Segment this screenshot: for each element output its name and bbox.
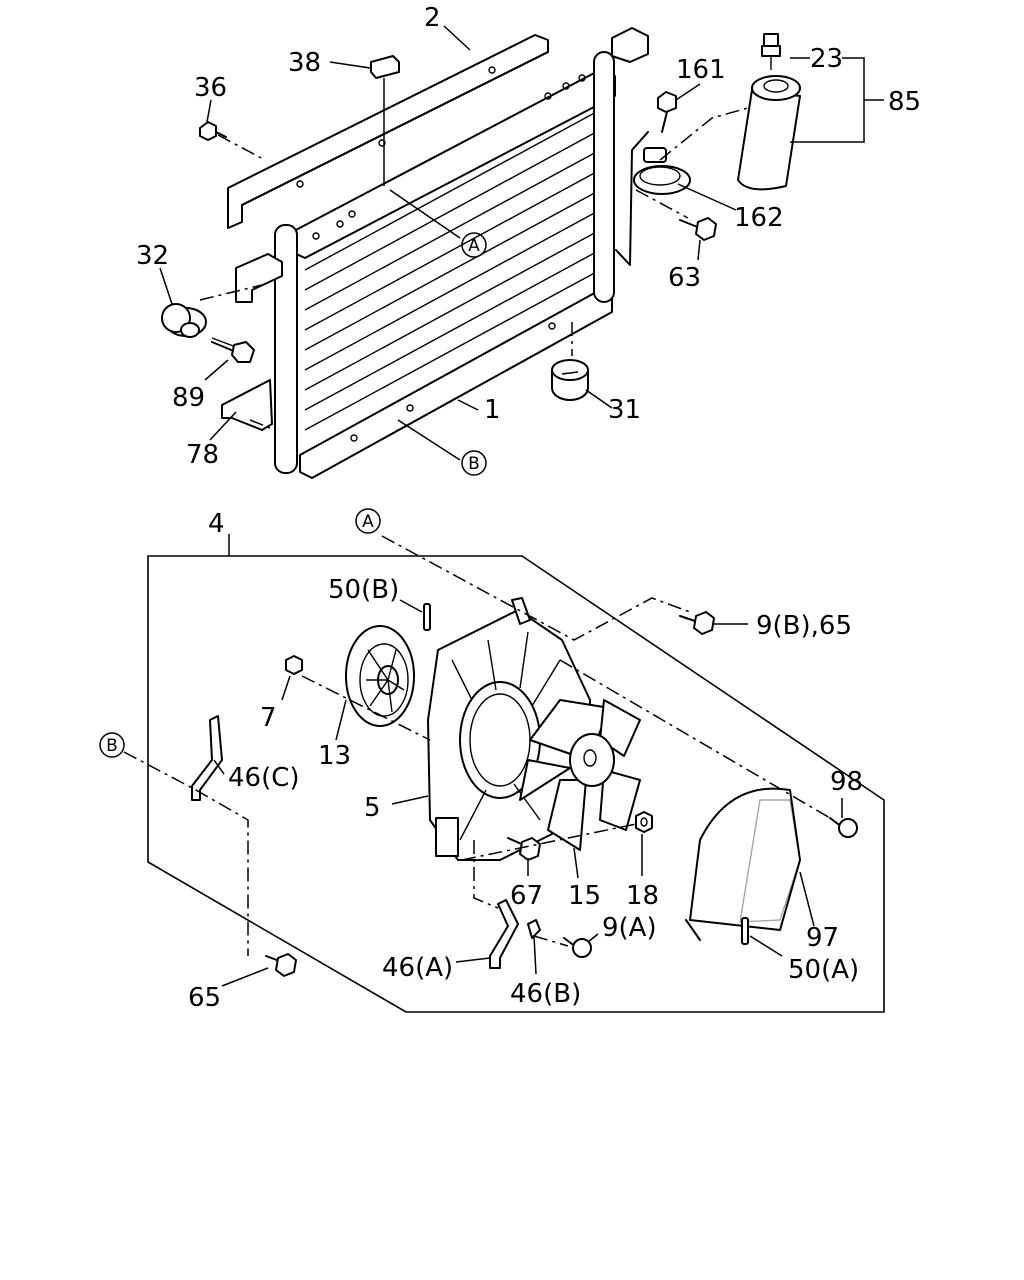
- callout-162: 162: [734, 203, 784, 233]
- fan-shroud: [427, 597, 591, 861]
- bracket-part: [489, 899, 519, 969]
- reference-mark-b: B: [99, 732, 125, 758]
- assembly-outline: [147, 555, 885, 1013]
- drier-bracket: [633, 147, 691, 195]
- fan-motor: [345, 625, 415, 727]
- svg-text:B: B: [468, 454, 480, 474]
- callout-9a: 9(A): [602, 913, 657, 943]
- callout-46a: 46(A): [382, 953, 453, 983]
- callout-15: 15: [568, 881, 601, 911]
- clip-part: [370, 55, 400, 79]
- callout-4: 4: [208, 509, 225, 539]
- bolt-icon: [211, 337, 255, 363]
- bolt-icon: [265, 953, 297, 977]
- clip-part: [423, 603, 431, 631]
- fan-assembly: [123, 534, 885, 1013]
- nut-icon: [635, 811, 653, 833]
- callout-31: 31: [608, 395, 641, 425]
- callout-13: 13: [318, 741, 351, 771]
- upper-bracket: [227, 34, 549, 229]
- svg-text:A: A: [468, 236, 480, 256]
- condenser-core: [235, 27, 649, 479]
- callout-50b: 50(B): [328, 575, 399, 605]
- reference-mark-b: B: [461, 450, 487, 476]
- callout-65: 65: [188, 983, 221, 1013]
- callout-23: 23: [810, 44, 843, 74]
- clip-part: [829, 817, 858, 838]
- bolt-icon: [199, 121, 227, 141]
- callout-67: 67: [510, 881, 543, 911]
- bolt-icon: [679, 611, 715, 635]
- callout-89: 89: [172, 383, 205, 413]
- reference-mark-a: A: [461, 232, 487, 258]
- receiver-drier: [737, 75, 801, 191]
- bolt-icon: [679, 217, 717, 241]
- callout-161: 161: [676, 55, 726, 85]
- reference-marks: A B A B: [99, 232, 487, 758]
- nut-icon: [285, 655, 303, 675]
- callout-2: 2: [424, 3, 441, 33]
- lower-bracket: [221, 379, 273, 431]
- rubber-mount: [161, 303, 207, 338]
- callout-32: 32: [136, 241, 169, 271]
- cover-panel: [685, 787, 801, 941]
- callout-9b-65: 9(B),65: [756, 611, 852, 641]
- callout-46c: 46(C): [228, 763, 300, 793]
- svg-text:A: A: [362, 512, 374, 532]
- callout-36: 36: [194, 73, 227, 103]
- callout-labels: 2 38 36 32 89 78 1 31 161 23 85 162 63 4…: [136, 3, 921, 1013]
- callout-18: 18: [626, 881, 659, 911]
- pressure-switch: [761, 33, 781, 70]
- callout-46b: 46(B): [510, 979, 581, 1009]
- bolt-icon: [657, 91, 677, 133]
- callout-50a: 50(A): [788, 955, 859, 985]
- clip-part: [741, 917, 749, 945]
- reference-mark-a: A: [355, 508, 381, 534]
- bolt-icon: [507, 837, 541, 861]
- condenser-assembly: [159, 25, 884, 479]
- rubber-mount: [551, 359, 589, 401]
- svg-text:B: B: [106, 736, 118, 756]
- callout-7: 7: [260, 703, 277, 733]
- callout-38: 38: [288, 48, 321, 78]
- callout-98: 98: [830, 767, 863, 797]
- clip-part: [527, 919, 541, 939]
- clip-part: [563, 937, 592, 958]
- callout-1: 1: [484, 395, 501, 425]
- callout-5: 5: [364, 793, 381, 823]
- bracket-part: [191, 715, 223, 801]
- callout-63: 63: [668, 263, 701, 293]
- fan-blade: [519, 699, 641, 851]
- callout-78: 78: [186, 440, 219, 470]
- callout-85: 85: [888, 87, 921, 117]
- callout-97: 97: [806, 923, 839, 953]
